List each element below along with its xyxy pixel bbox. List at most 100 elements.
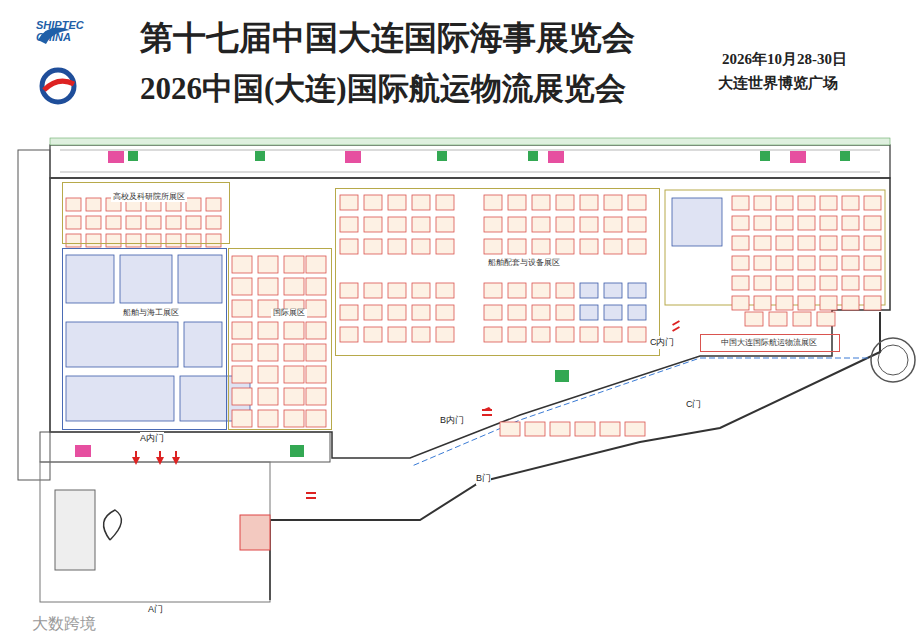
booth [232,388,252,405]
booth [484,239,502,254]
booth [798,256,815,270]
booth [604,217,622,232]
booth [864,256,881,270]
booth [732,276,749,290]
booth [776,196,793,210]
booth [732,256,749,270]
booth [388,283,406,298]
booth [628,327,646,342]
round-hall-inner [878,345,908,375]
booth [754,236,771,250]
booth [86,234,101,247]
booth [284,278,304,295]
zone-label: 船舶配套与设备展区 [486,259,562,268]
booth [340,217,358,232]
booth [186,216,201,229]
booth [184,322,222,367]
gate-label: A门 [148,603,163,616]
booth [412,283,430,298]
booth [436,283,454,298]
booth [556,217,574,232]
booth [106,216,121,229]
booth [508,239,526,254]
booth [864,236,881,250]
pink-room [75,445,91,457]
exhibit-zone: 高校及科研院所展区 [62,182,230,244]
booth [820,296,837,310]
booth [126,234,141,247]
booth [820,276,837,290]
booth [776,256,793,270]
booth [388,195,406,210]
booth [754,216,771,230]
booth [628,217,646,232]
booth [532,327,550,342]
stair-block [55,490,95,570]
booth [388,217,406,232]
booth [604,327,622,342]
main-title: 第十七届中国大连国际海事展览会 [140,16,635,61]
booth [864,276,881,290]
top-building [50,145,890,178]
booth [232,366,252,383]
booth [258,388,278,405]
gate-label: B内门 [440,414,464,427]
entry-arrows [132,320,680,499]
top-inner-lines [60,150,880,172]
booth [820,196,837,210]
booth [436,305,454,320]
booth [776,216,793,230]
booth [120,255,172,303]
booth [146,216,161,229]
booth [340,195,358,210]
booth [178,255,222,303]
booth [600,422,620,436]
booth [232,344,252,361]
booth [258,256,278,273]
booth [820,256,837,270]
logo-ring [42,70,74,102]
green-room [290,445,304,457]
booth [864,296,881,310]
ramp-symbol [104,510,122,540]
booth [66,234,81,247]
booth [412,195,430,210]
booth [284,410,304,427]
booth [820,236,837,250]
booth [232,256,252,273]
booth [580,195,598,210]
date-text: 2026年10月28-30日 [722,50,847,69]
booth [556,327,574,342]
booth [580,327,598,342]
booth [550,422,570,436]
top-rooms [108,151,850,163]
booth [628,239,646,254]
booth [306,410,326,427]
booth [412,239,430,254]
booth [106,234,121,247]
booth [532,239,550,254]
booth [258,366,278,383]
booth [628,283,646,298]
gate-label: B门 [476,472,491,485]
booth [604,195,622,210]
booth [232,410,252,427]
booth [66,322,178,367]
booth [436,195,454,210]
watermark: 大数跨境 [32,614,96,635]
booth [388,305,406,320]
booth [842,256,859,270]
booth [508,283,526,298]
booth [284,366,304,383]
booth [754,256,771,270]
booth [732,296,749,310]
booth [484,217,502,232]
booth [732,216,749,230]
venue-text: 大连世界博览广场 [718,74,838,93]
booth [793,312,811,326]
round-hall [871,338,915,382]
main-hall-wall [50,178,890,458]
booth [146,234,161,247]
booth [126,216,141,229]
booth [206,198,221,211]
